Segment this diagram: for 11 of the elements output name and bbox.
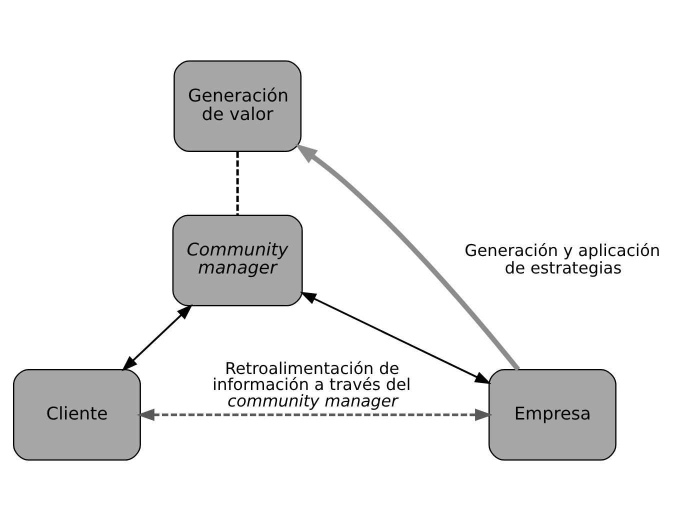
node-box: Cliente bbox=[12, 369, 141, 461]
node-box: Generación de valor bbox=[174, 60, 302, 152]
edge-label: Retroalimentación de información a través del community manager bbox=[212, 358, 411, 411]
arrow bbox=[294, 144, 520, 372]
arrow bbox=[136, 408, 493, 421]
node-box: Community manager bbox=[172, 214, 303, 306]
arrow bbox=[122, 304, 193, 372]
node-box: Empresa bbox=[488, 369, 616, 461]
connector bbox=[236, 152, 239, 216]
edge-label: Generación y aplicación de estrategias bbox=[464, 240, 660, 278]
arrow bbox=[300, 292, 492, 384]
